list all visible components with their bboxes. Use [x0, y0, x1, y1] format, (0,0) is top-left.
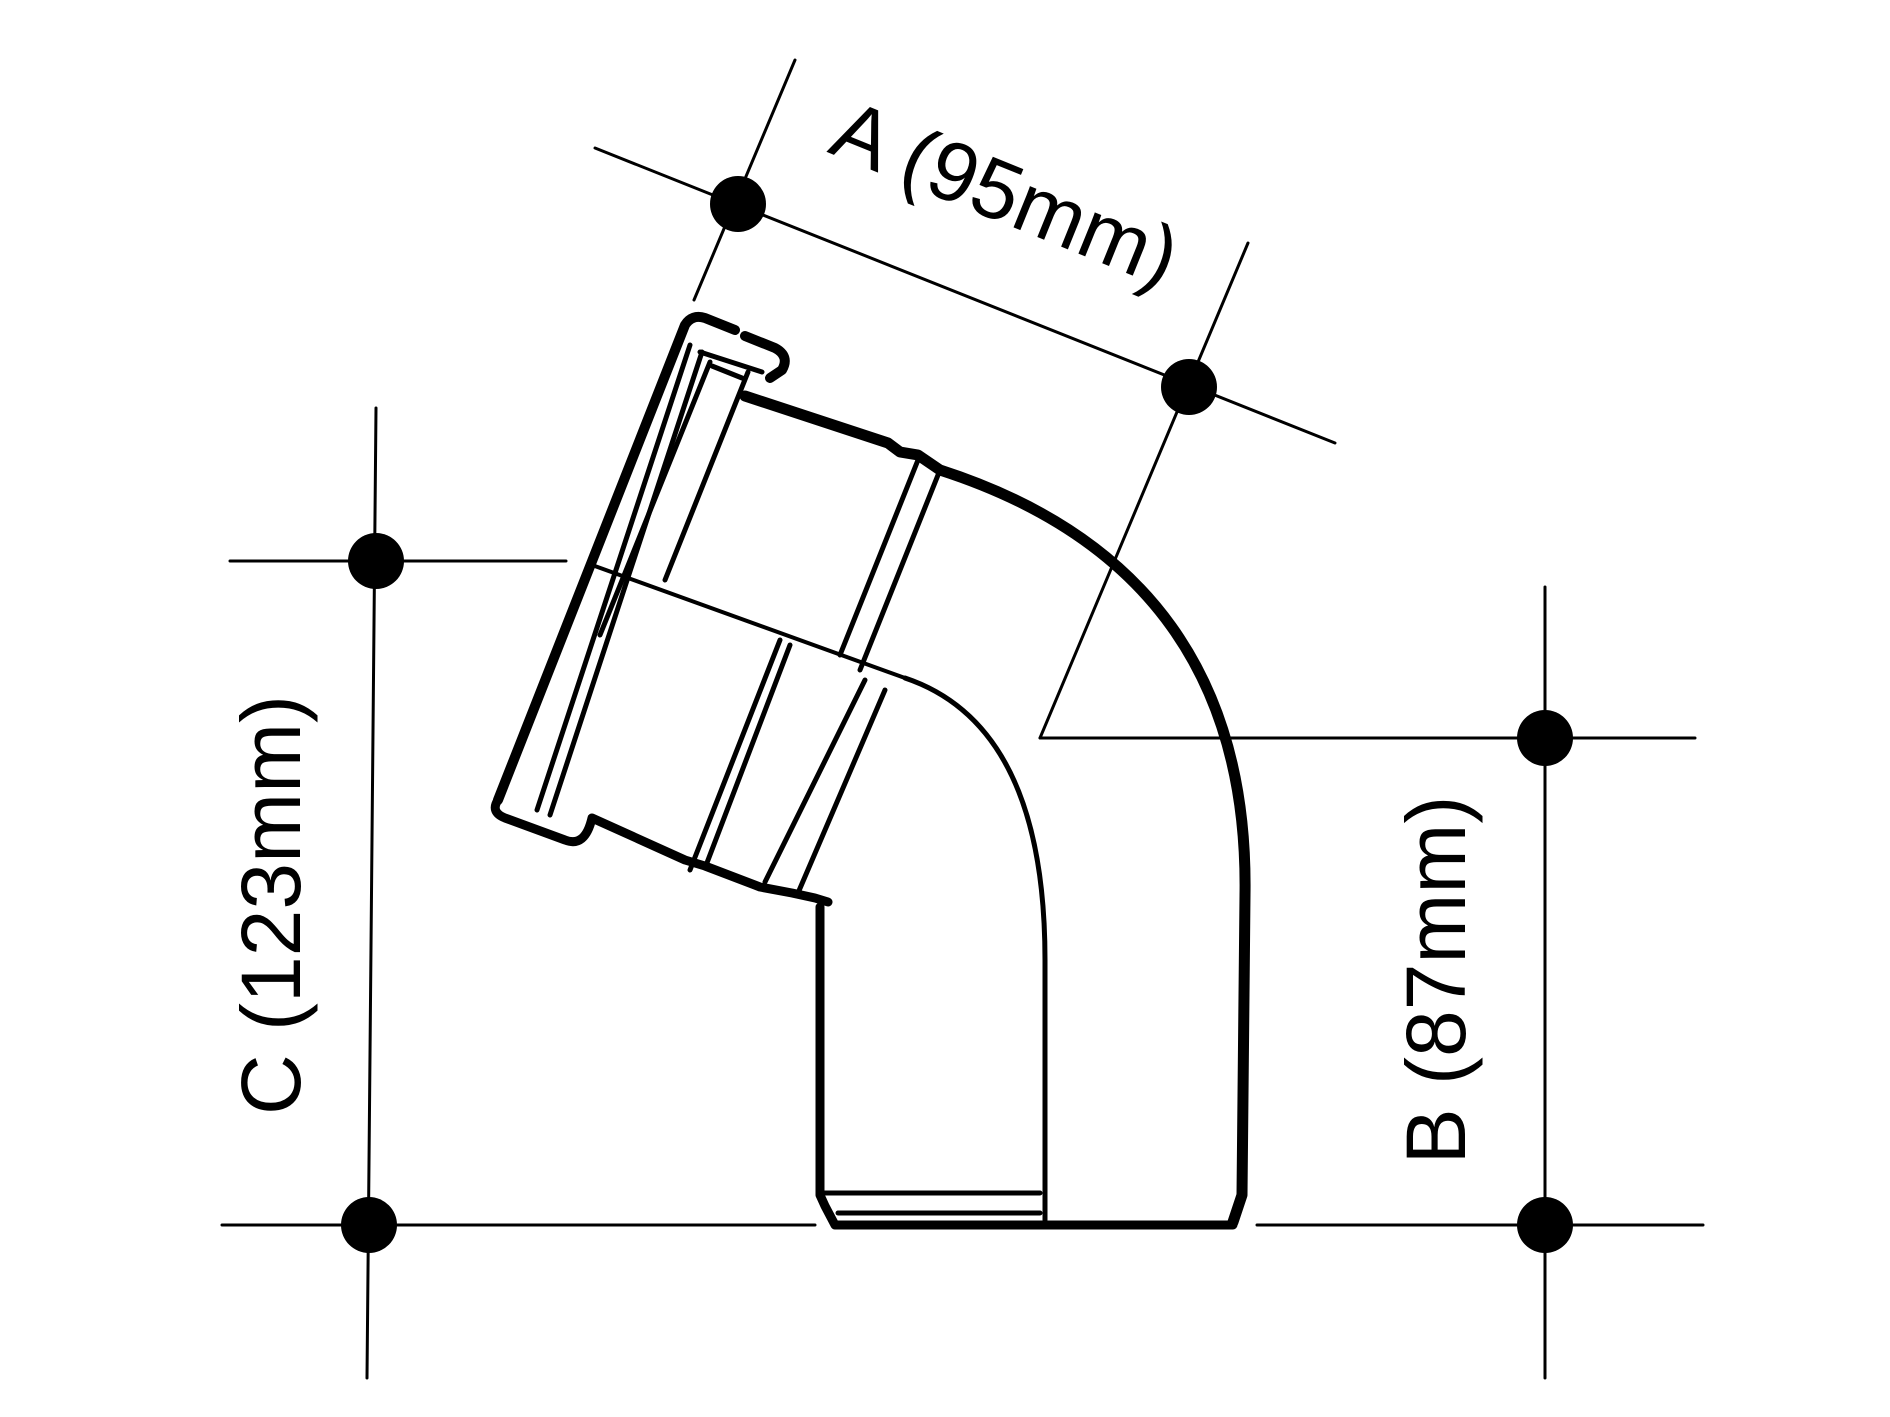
socket-seam	[590, 563, 907, 680]
dimension-c-label: C (123mm)	[224, 695, 318, 1115]
dimension-b	[1038, 585, 1705, 1380]
socket-rim	[493, 311, 790, 805]
dimension-b-point-top	[1517, 710, 1573, 766]
dimension-a-point-right	[1161, 359, 1217, 415]
socket-lower-edge	[490, 795, 1238, 1230]
pipe-bend	[490, 311, 1251, 1230]
dimension-c-point-top	[348, 533, 404, 589]
pipe-bend-outer-profile	[739, 390, 1251, 1228]
socket-walls	[534, 342, 943, 896]
dimension-points	[341, 176, 1573, 1253]
dimension-b-point-bottom	[1517, 1197, 1573, 1253]
dimension-a-label: A (95mm)	[819, 81, 1192, 305]
dimension-c-point-bottom	[341, 1197, 397, 1253]
dimension-a-extension-right	[1038, 241, 1250, 740]
dimension-b-label: B (87mm)	[1389, 796, 1483, 1165]
dimension-a-point-left	[710, 176, 766, 232]
spigot-end	[820, 1190, 1043, 1216]
pipe-bend-inner-curve	[902, 675, 1048, 1223]
